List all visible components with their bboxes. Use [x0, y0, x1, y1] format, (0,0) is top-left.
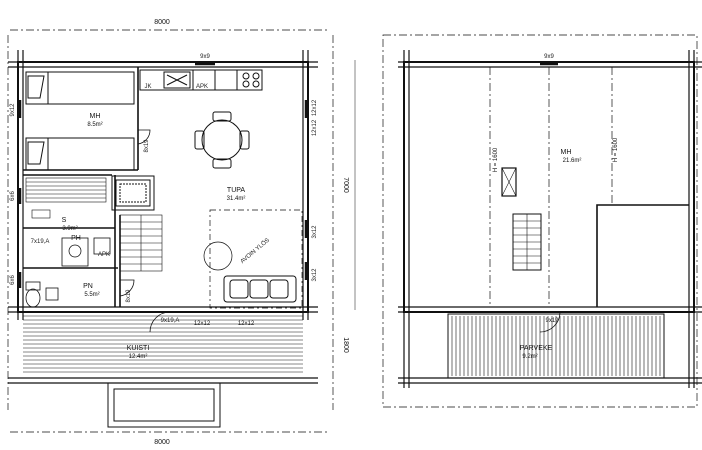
room-mh-name: MH: [90, 113, 101, 120]
outer-wall: [17, 61, 309, 313]
upper-room-parveke-name: PARVEKE: [520, 345, 553, 352]
label-apk: APK: [196, 84, 208, 90]
room-tupa-name: TUPA: [227, 187, 245, 194]
upper-partition: [596, 204, 689, 307]
balcony-rail: [447, 313, 665, 379]
dim-porch-label: 1800: [342, 337, 349, 353]
open-area-outline: [209, 209, 303, 309]
room-mh-area: 8.5m²: [87, 122, 102, 128]
window-top-label: 9x9: [200, 54, 210, 60]
room-pn-area: 5.5m²: [84, 292, 99, 298]
room-tupa-area: 31.4m²: [227, 196, 246, 202]
door-mh: [137, 129, 151, 145]
toilet: [25, 281, 59, 308]
sofa: [223, 275, 297, 303]
room-pn-name: PN: [83, 283, 93, 290]
upper-stair-treads: [513, 214, 541, 270]
sauna-bench: [25, 177, 107, 219]
upper-window-top-label: 9x9: [544, 54, 554, 60]
label-apk-2: APK: [98, 252, 110, 258]
door-bottom-label: 9x19,A: [161, 318, 180, 324]
room-ph-name: PH: [71, 235, 81, 242]
beds: [25, 71, 135, 171]
dim-bottom-label: 8000: [154, 439, 170, 446]
upper-balcony-door: [539, 311, 561, 333]
door-ph-label: 7x19,A: [31, 239, 50, 245]
upper-door-bottom-label: 9x19: [545, 318, 559, 324]
room-s-name: S: [62, 217, 67, 224]
room-kuisti-name: KUISTI: [127, 345, 150, 352]
log-corners: [8, 50, 318, 384]
upper-room-mh-area: 21.6m²: [563, 158, 582, 164]
staircase: [119, 214, 163, 272]
window-bottom-2-label: 12x12: [238, 321, 255, 327]
door-pn-label: 8x19: [126, 289, 132, 303]
window-right-2-label: 12x12: [312, 119, 318, 136]
window-left-1-label: 9x12: [10, 103, 16, 117]
upper-log-corners: [398, 50, 702, 388]
dim-right-label: 7000: [342, 177, 349, 193]
label-stair-note: AVOIN YLÖS: [239, 237, 271, 265]
window-right-3-label: 3x12: [312, 225, 318, 239]
window-left-3-label: 6x6: [10, 275, 16, 285]
porch-boards: [23, 315, 303, 373]
window-left-2-label: 6x6: [10, 191, 16, 201]
upper-chimney: [501, 167, 517, 197]
window-marks: [18, 62, 308, 288]
balcony-boards: [451, 316, 661, 376]
upper-h1600-left: H = 1600: [493, 147, 499, 172]
ground-floor-plan: [7, 29, 356, 433]
upper-room-parveke-area: 9.2m²: [522, 354, 537, 360]
window-right-1-label: 12x12: [312, 99, 318, 116]
door-mh-label: 8x19: [144, 139, 150, 153]
fireplace: [111, 175, 155, 211]
room-kuisti-area: 12.4m²: [129, 354, 148, 360]
bathroom-fixtures: [61, 237, 111, 267]
porch-steps: [107, 382, 221, 428]
door-bottom: [149, 311, 171, 333]
room-s-area: 3.9m²: [62, 226, 77, 232]
dim-top-label: 8000: [154, 19, 170, 26]
kitchen-counter: [139, 69, 263, 91]
window-right-4-label: 3x12: [312, 268, 318, 282]
dining-table: [194, 111, 250, 169]
round-rug: [203, 241, 233, 271]
upper-floor-plan: [382, 34, 702, 408]
label-jk: JK: [144, 84, 151, 90]
upper-h1600-right: H = 1600: [613, 137, 619, 162]
door-pn: [119, 279, 135, 297]
upper-dim-frame: [382, 34, 698, 408]
window-bottom-1-label: 12x12: [194, 321, 211, 327]
outer-wall-inner: [22, 66, 304, 308]
upper-room-mh-name: MH: [561, 149, 572, 156]
